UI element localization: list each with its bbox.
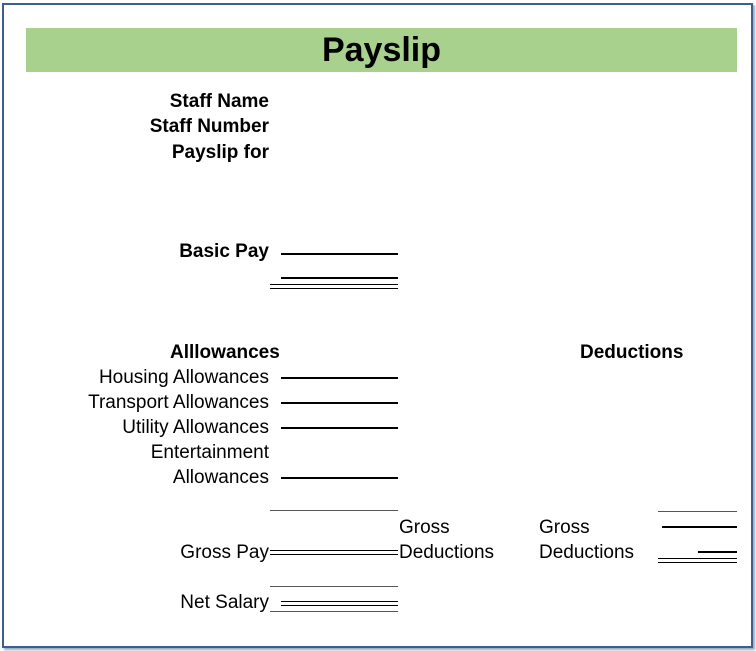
housing-allowances-line [281,377,398,379]
deductions-heading: Deductions [580,342,684,363]
gross-deductions-b-label-1: Gross [539,517,590,538]
gross-pay-label: Gross Pay [180,542,269,563]
basic-pay-total-line [281,277,398,279]
net-salary-double-line [281,601,398,606]
payslip-frame [2,3,753,648]
payslip-for-label: Payslip for [171,142,269,163]
gross-deductions-b-label-2: Deductions [539,542,635,563]
gross-pay-subtotal-line [270,510,398,511]
gross-pay-double-line [270,550,398,555]
gross-deductions-a-label-1: Gross [399,517,450,538]
title-bar [26,28,737,72]
basic-pay-line [281,253,398,255]
page-title: Payslip [321,31,442,69]
housing-allowances-label: Housing Allowances [98,367,269,388]
transport-allowances-line [281,402,398,404]
staff-name-label: Staff Name [169,91,269,112]
staff-number-label: Staff Number [149,116,269,137]
deductions-double-line [658,558,737,563]
gross-deductions-line [662,526,737,528]
entertainment-allowances-label-2: Allowances [172,467,269,488]
basic-pay-label: Basic Pay [179,241,269,262]
net-salary-label: Net Salary [180,592,269,613]
net-salary-bottom-line [270,611,398,612]
net-salary-subtotal-line [270,586,398,587]
entertainment-allowances-label-1: Entertainment [150,442,269,463]
deductions-subtotal-line [658,511,737,512]
entertainment-allowances-line [281,477,398,479]
basic-pay-double-line [270,284,398,289]
transport-allowances-label: Transport Allowances [88,392,269,413]
utility-allowances-label: Utility Allowances [122,417,269,438]
gross-deductions-a-label-2: Deductions [399,542,495,563]
utility-allowances-line [281,427,398,429]
allowances-heading: Alllowances [170,342,280,363]
deductions-total-short-line [698,551,737,553]
